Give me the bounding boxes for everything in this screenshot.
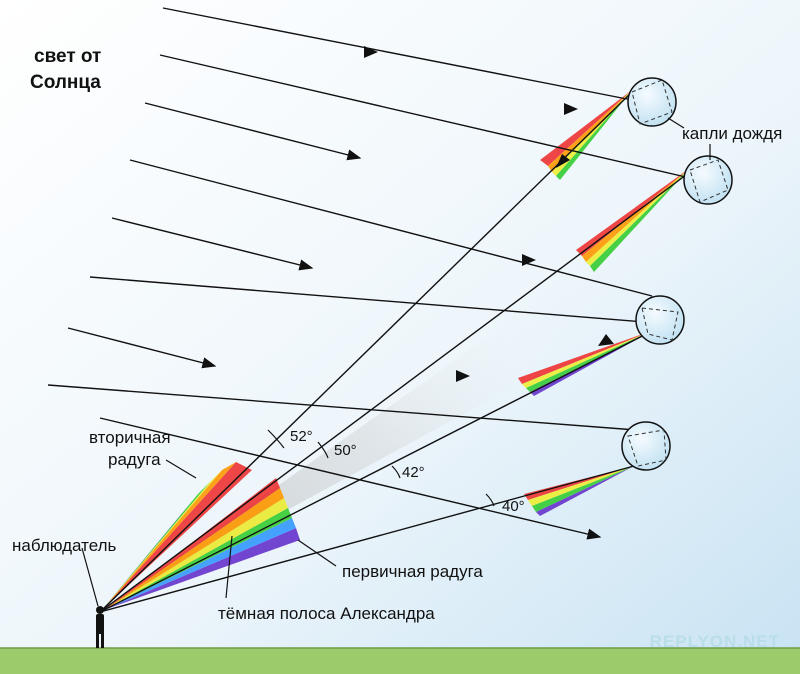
ground xyxy=(0,648,800,674)
ray-direction-arrows xyxy=(364,46,578,382)
sight-arrows xyxy=(556,154,614,346)
raindrops-label: капли дождя xyxy=(682,124,783,143)
drop1-spectrum xyxy=(540,90,632,180)
angle-52-label: 52° xyxy=(290,428,313,445)
raindrop-3 xyxy=(635,295,685,345)
raindrop-1 xyxy=(627,77,677,127)
sunlight-label-line2: Солнца xyxy=(30,72,101,93)
secondary-rainbow-label-line2: радуга xyxy=(108,450,161,469)
secondary-rainbow-label-line1: вторичная xyxy=(89,428,171,447)
alexander-band-label: тёмная полоса Александра xyxy=(218,604,435,623)
drop2-spectrum xyxy=(576,168,690,272)
angle-42-label: 42° xyxy=(402,464,425,481)
angle-arcs xyxy=(267,429,495,507)
angle-40-label: 40° xyxy=(502,498,525,515)
leader-lines xyxy=(81,117,711,607)
sight-lines xyxy=(99,91,691,613)
sunlight-rays xyxy=(47,7,691,540)
angle-50-label: 50° xyxy=(334,442,357,459)
watermark: REPLYON.NET xyxy=(649,632,780,651)
sunlight-label-line1: свет от xyxy=(34,46,102,67)
raindrop-4 xyxy=(621,421,671,471)
drop4-spectrum xyxy=(524,466,634,516)
primary-rainbow-label: первичная радуга xyxy=(342,562,483,581)
observer-figure xyxy=(96,606,104,648)
observer-label: наблюдатель xyxy=(12,536,117,555)
raindrop-2 xyxy=(683,155,733,205)
